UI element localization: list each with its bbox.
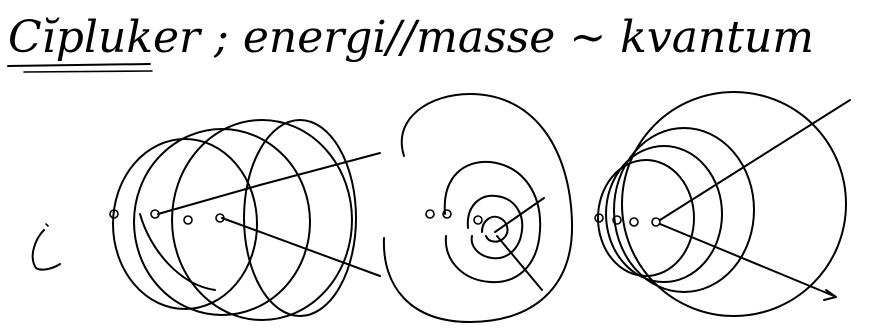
nucleus-dot — [630, 218, 638, 226]
spiral-orbit-center — [384, 94, 572, 322]
stray-mark — [33, 224, 60, 270]
orbit-ring — [598, 160, 694, 276]
nucleus-dot — [474, 216, 482, 224]
heading-underline-second — [24, 71, 152, 72]
offset-orbit-cluster-right — [595, 92, 850, 316]
orbit-ring — [622, 92, 846, 316]
nucleus-dot — [426, 210, 434, 218]
heading-text: Cĭpluker ; energi//masse ~ kvantum — [8, 12, 814, 63]
nucleus-dot — [652, 218, 660, 226]
ray-line — [495, 198, 544, 232]
ray-line — [660, 224, 834, 296]
heading-underline — [8, 64, 150, 66]
offset-orbit-cluster-left — [110, 120, 380, 320]
nucleus-dot — [184, 216, 192, 224]
orbit-ring — [244, 120, 356, 316]
ray-line — [660, 100, 850, 220]
